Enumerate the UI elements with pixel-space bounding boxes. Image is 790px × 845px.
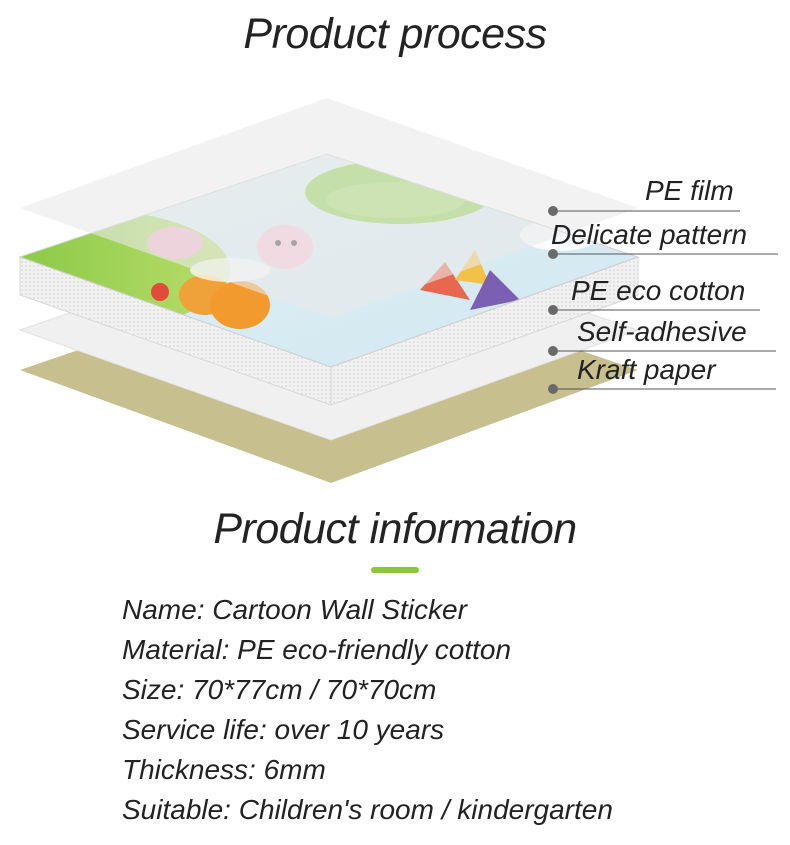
information-heading: Product information xyxy=(213,505,577,553)
process-heading: Product process xyxy=(243,10,547,58)
info-thickness: Thickness: 6mm xyxy=(122,754,326,785)
pe-eco-cotton-dot xyxy=(548,305,558,315)
layer-diagram xyxy=(18,98,778,483)
pe-film-dot xyxy=(548,206,558,216)
pe-film-layer xyxy=(20,98,638,318)
label-kraft-paper: Kraft paper xyxy=(577,354,716,385)
info-service-life: Service life: over 10 years xyxy=(122,714,445,745)
product-info-list: Name: Cartoon Wall Sticker Material: PE … xyxy=(122,590,613,830)
info-material: Material: PE eco-friendly cotton xyxy=(122,634,512,665)
label-delicate-pattern: Delicate pattern xyxy=(551,219,748,250)
label-pe-eco-cotton: PE eco cotton xyxy=(571,275,746,306)
label-pe-film: PE film xyxy=(645,175,734,206)
label-self-adhesive: Self-adhesive xyxy=(577,316,747,347)
kraft-paper-dot xyxy=(548,384,558,394)
info-suitable: Suitable: Children's room / kindergarten xyxy=(122,794,613,825)
info-size: Size: 70*77cm / 70*70cm xyxy=(122,674,437,705)
self-adhesive-dot xyxy=(548,346,558,356)
heading-divider xyxy=(371,567,419,573)
info-name: Name: Cartoon Wall Sticker xyxy=(122,594,467,625)
delicate-pattern-dot xyxy=(548,249,558,259)
